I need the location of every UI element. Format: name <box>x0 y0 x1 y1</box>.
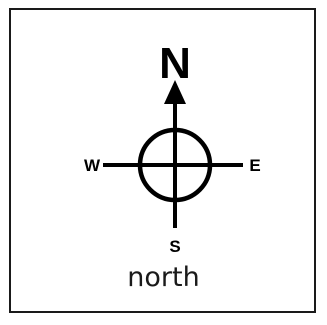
symbol-frame <box>9 8 316 313</box>
north-label: N <box>159 39 191 88</box>
east-label: E <box>249 156 260 175</box>
caption-label: north <box>127 262 200 293</box>
compass-circle <box>137 127 213 203</box>
north-arrow-icon <box>164 80 186 104</box>
west-label: W <box>84 156 101 175</box>
south-label: S <box>169 237 180 256</box>
